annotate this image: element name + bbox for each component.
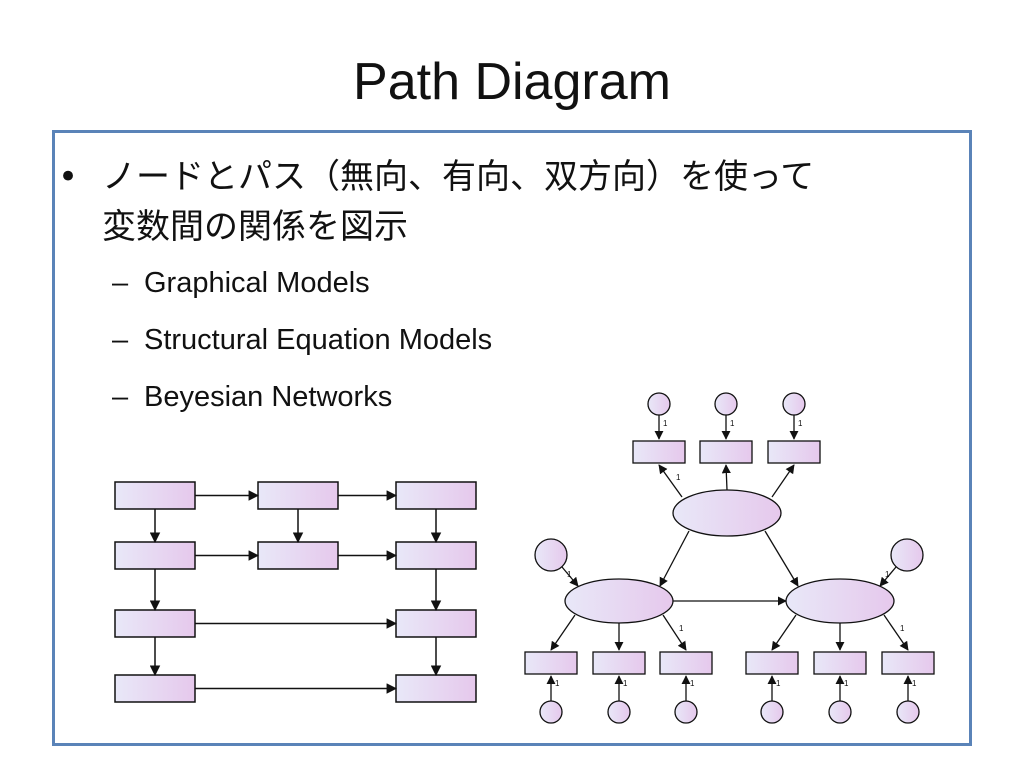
path-coefficient-label: 1 xyxy=(567,570,572,579)
indicator-box xyxy=(632,440,686,464)
sem-arrow xyxy=(662,614,687,651)
sub-bullet-beyesian-networks: –Beyesian Networks xyxy=(112,379,392,415)
sem-arrow xyxy=(561,566,579,587)
error-term-circle xyxy=(890,538,924,572)
indicator-box xyxy=(745,651,799,675)
path-node-box xyxy=(395,674,477,703)
main-bullet-line-2: 変数間の関係を図示 xyxy=(102,207,408,247)
sub-bullet-label: Beyesian Networks xyxy=(144,381,393,413)
indicator-box xyxy=(881,651,935,675)
path-node-box xyxy=(114,609,196,638)
latent-factor-ellipse xyxy=(672,489,782,537)
path-node-box xyxy=(114,481,196,510)
path-coefficient-label: 1 xyxy=(798,419,803,428)
path-node-box xyxy=(114,674,196,703)
sem-arrow xyxy=(771,614,797,651)
latent-factor-ellipse xyxy=(564,578,674,624)
path-node-box xyxy=(395,609,477,638)
sem-arrow xyxy=(771,464,795,498)
path-node-box xyxy=(395,541,477,570)
path-node-box xyxy=(257,481,339,510)
error-term-circle xyxy=(647,392,671,416)
error-term-circle xyxy=(714,392,738,416)
error-term-circle xyxy=(828,700,852,724)
path-coefficient-label: 1 xyxy=(776,679,781,688)
sem-arrow xyxy=(721,464,731,491)
main-bullet-line-1: ノードとパス（無向、有向、双方向）を使って xyxy=(102,157,815,197)
error-term-circle xyxy=(782,392,806,416)
sub-bullet-label: Graphical Models xyxy=(144,267,370,299)
error-term-circle xyxy=(534,538,568,572)
error-term-circle xyxy=(607,700,631,724)
path-coefficient-label: 1 xyxy=(676,473,681,482)
sem-arrow xyxy=(658,464,683,498)
sub-bullet-structural-equation-models: –Structural Equation Models xyxy=(112,322,492,358)
error-term-circle xyxy=(674,700,698,724)
slide-title: Path Diagram xyxy=(353,53,671,111)
indicator-box xyxy=(699,440,753,464)
error-term-circle xyxy=(896,700,920,724)
indicator-box xyxy=(524,651,578,675)
indicator-box xyxy=(813,651,867,675)
path-coefficient-label: 1 xyxy=(885,570,890,579)
path-coefficient-label: 1 xyxy=(555,679,560,688)
sem-model-diagram: 1 1 1 1 1 1 1 1 1 1 1 1 1 1 xyxy=(524,392,935,724)
indicator-box xyxy=(767,440,821,464)
path-coefficient-label: 1 xyxy=(690,679,695,688)
sem-arrow xyxy=(883,614,909,651)
error-term-circle xyxy=(760,700,784,724)
sem-arrow xyxy=(659,530,690,587)
path-coefficient-label: 1 xyxy=(679,624,684,633)
path-coefficient-label: 1 xyxy=(663,419,668,428)
path-coefficient-label: 1 xyxy=(844,679,849,688)
sub-bullet-graphical-models: –Graphical Models xyxy=(112,265,370,301)
path-coefficient-label: 1 xyxy=(730,419,735,428)
sem-arrow xyxy=(764,530,799,587)
error-term-circle xyxy=(539,700,563,724)
path-node-box xyxy=(114,541,196,570)
path-node-box xyxy=(257,541,339,570)
bullet-marker: • xyxy=(58,157,79,197)
path-coefficient-label: 1 xyxy=(623,679,628,688)
path-grid-diagram xyxy=(114,481,477,703)
path-coefficient-label: 1 xyxy=(900,624,905,633)
sub-bullet-dash: – xyxy=(112,324,129,356)
sem-arrow xyxy=(550,614,576,651)
indicator-box xyxy=(659,651,713,675)
sem-arrow xyxy=(879,566,897,587)
sub-bullet-dash: – xyxy=(112,267,129,299)
content-box xyxy=(52,130,972,746)
path-node-box xyxy=(395,481,477,510)
sub-bullet-dash: – xyxy=(112,381,129,413)
indicator-box xyxy=(592,651,646,675)
latent-factor-ellipse xyxy=(785,578,895,624)
main-bullet-text: ノードとパス（無向、有向、双方向）を使って 変数間の関係を図示 xyxy=(102,152,932,252)
sub-bullet-label: Structural Equation Models xyxy=(144,324,493,356)
path-coefficient-label: 1 xyxy=(912,679,917,688)
